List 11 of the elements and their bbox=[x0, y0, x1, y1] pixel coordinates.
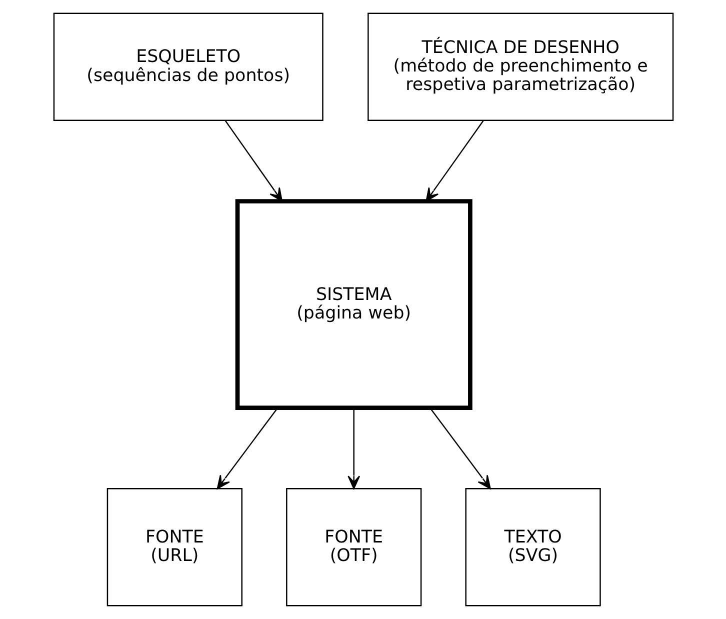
node-box: TEXTO (SVG) bbox=[464, 488, 600, 606]
node-box: SISTEMA (página web) bbox=[234, 199, 472, 410]
node-box: ESQUELETO (sequências de pontos) bbox=[52, 12, 323, 121]
arrow bbox=[425, 120, 484, 202]
node-box: TÉCNICA DE DESENHO (método de preenchimento e respetiva parametrização) bbox=[367, 12, 674, 121]
node-box: FONTE (OTF) bbox=[286, 488, 422, 606]
arrow bbox=[347, 408, 360, 490]
node-box: FONTE (URL) bbox=[106, 488, 242, 606]
arrow bbox=[216, 408, 278, 490]
arrow bbox=[429, 408, 490, 490]
arrow bbox=[224, 120, 282, 202]
